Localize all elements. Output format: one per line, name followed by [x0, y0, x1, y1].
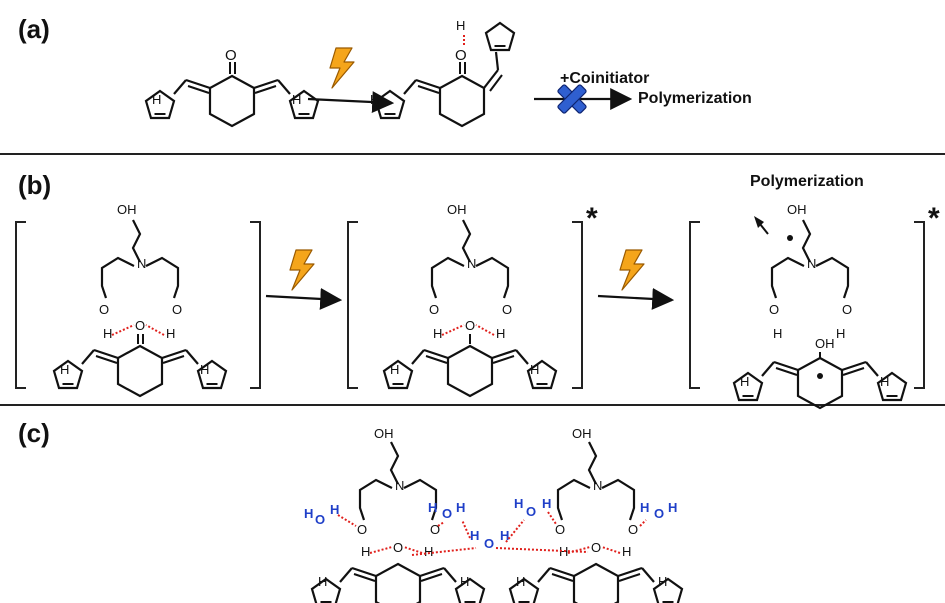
svg-text:H: H [428, 500, 437, 515]
atom-h: H [433, 326, 442, 341]
molecule-a-isomer: O H H [370, 18, 516, 128]
atom-h: H [559, 544, 568, 559]
separator-bottom [0, 404, 945, 406]
atom-o: O [842, 302, 852, 317]
atom-o: O [591, 540, 601, 555]
atom-h: H [740, 374, 749, 389]
atom-h: H [60, 362, 69, 377]
atom-h: H [658, 574, 667, 589]
svg-text:O: O [654, 506, 664, 521]
atom-o: O [769, 302, 779, 317]
svg-text:H: H [500, 528, 509, 543]
svg-text:H: H [640, 500, 649, 515]
lightning-bolt-icon [329, 47, 355, 89]
atom-h: H [880, 374, 889, 389]
atom-o: O [99, 302, 109, 317]
atom-h: H [456, 18, 465, 33]
atom-o: O [430, 522, 440, 537]
atom-oh: OH [447, 202, 467, 217]
atom-o: O [502, 302, 512, 317]
atom-o: O [465, 318, 475, 333]
reaction-arrow-icon [597, 287, 675, 310]
atom-h: H [370, 92, 379, 107]
atom-o: O [135, 318, 145, 333]
coinitiator-label: +Coinitiator [560, 70, 650, 87]
atom-h: H [318, 574, 327, 589]
atom-h: H [424, 544, 433, 559]
separator-top [0, 153, 945, 155]
svg-text:O: O [315, 512, 325, 527]
atom-n: N [137, 256, 146, 271]
atom-h: H [496, 326, 505, 341]
atom-h: H [460, 574, 469, 589]
excited-state-mark-2: * [928, 202, 940, 235]
polymerization-label-b: Polymerization [750, 173, 864, 190]
radical-dot [817, 373, 823, 379]
atom-o: O [393, 540, 403, 555]
molecule-a-ground: O H H [146, 47, 318, 126]
atom-oh: OH [815, 336, 835, 351]
radical-pair: OH N O O H H OH H H [734, 202, 906, 408]
panel-label-c: (c) [18, 418, 50, 448]
svg-text:H: H [514, 496, 523, 511]
atom-o: O [555, 522, 565, 537]
bracket-complex-3 [689, 221, 925, 389]
atom-o: O [628, 522, 638, 537]
complex-excited: OH N O O H H O H H [384, 202, 556, 396]
blocked-cross-icon [557, 84, 587, 114]
atom-n: N [807, 256, 816, 271]
atom-oh: OH [117, 202, 137, 217]
atom-h: H [530, 362, 539, 377]
atom-oh: OH [572, 426, 592, 441]
svg-text:O: O [442, 506, 452, 521]
atom-h: H [361, 544, 370, 559]
reaction-arrow-icon [265, 287, 343, 310]
atom-oh: OH [787, 202, 807, 217]
atom-h: H [773, 326, 782, 341]
radical-dot [787, 235, 793, 241]
panel-label-a: (a) [18, 14, 50, 44]
panel-label-b: (b) [18, 170, 52, 200]
atom-o: O [225, 47, 237, 64]
reaction-arrow-icon [307, 91, 395, 114]
lightning-bolt-icon [619, 249, 645, 291]
svg-text:O: O [526, 504, 536, 519]
atom-h: H [516, 574, 525, 589]
atom-oh: OH [374, 426, 394, 441]
atom-n: N [593, 478, 602, 493]
atom-h: H [166, 326, 175, 341]
svg-text:H: H [542, 496, 551, 511]
atom-h: H [292, 92, 301, 107]
atom-o: O [429, 302, 439, 317]
atom-n: N [467, 256, 476, 271]
svg-text:H: H [304, 506, 313, 521]
svg-text:O: O [484, 536, 494, 551]
polymerization-label-a: Polymerization [638, 90, 752, 107]
bracket-complex-2 [347, 221, 583, 389]
atom-o: O [455, 47, 467, 64]
atom-o: O [357, 522, 367, 537]
atom-h: H [152, 92, 161, 107]
atom-h: H [836, 326, 845, 341]
svg-text:H: H [456, 500, 465, 515]
bracket-complex-1 [15, 221, 261, 389]
atom-h: H [200, 362, 209, 377]
atom-h: H [103, 326, 112, 341]
radical-arrow-icon [754, 216, 764, 228]
atom-o: O [172, 302, 182, 317]
atom-n: N [395, 478, 404, 493]
atom-h: H [622, 544, 631, 559]
excited-state-mark-1: * [586, 202, 598, 235]
svg-text:H: H [330, 502, 339, 517]
complex-ground: OH N O O H H O H H [54, 202, 226, 396]
lightning-bolt-icon [289, 249, 315, 291]
svg-text:H: H [668, 500, 677, 515]
svg-text:H: H [470, 528, 479, 543]
atom-h: H [390, 362, 399, 377]
